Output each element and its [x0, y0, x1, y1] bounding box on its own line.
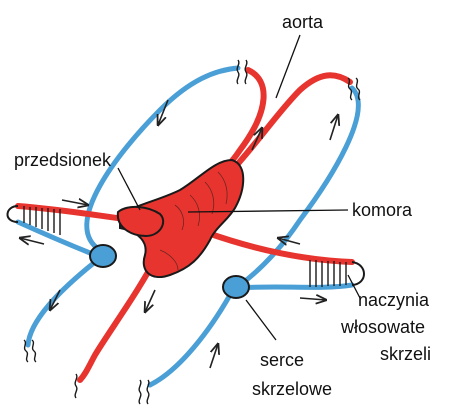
label-naczynia-3: skrzeli [380, 344, 431, 364]
atrium [118, 207, 163, 236]
label-przedsionek: przedsionek [14, 150, 112, 170]
label-serce-1: serce [260, 350, 304, 370]
label-serce-2: skrzelowe [252, 379, 332, 399]
arterial-vessels [18, 70, 352, 380]
label-naczynia-2: włosowate [340, 317, 425, 337]
label-aorta: aorta [282, 12, 324, 32]
right-gill-heart [223, 276, 249, 298]
label-komora: komora [352, 200, 413, 220]
label-naczynia-1: naczynia [358, 290, 430, 310]
left-gill-heart [90, 245, 116, 267]
